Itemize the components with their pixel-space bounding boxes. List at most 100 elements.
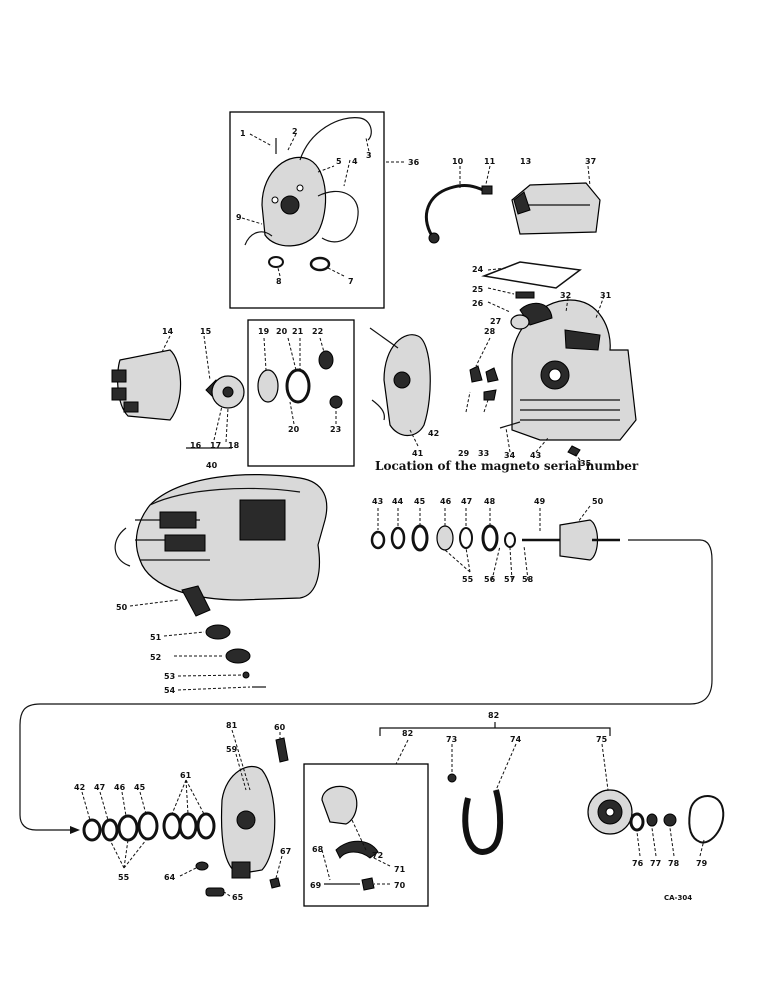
part-72 [321, 785, 358, 825]
part-73 [447, 773, 457, 783]
magneto-housing [469, 291, 637, 457]
label-47: 47 [461, 497, 472, 506]
label-22: 22 [312, 327, 323, 336]
shaft-row [370, 519, 620, 561]
part-61c [196, 812, 216, 840]
label-50b: 50 [592, 497, 604, 506]
label-51: 51 [150, 633, 162, 642]
label-59: 59 [226, 745, 238, 754]
lead-connector [481, 185, 493, 195]
part-43 [370, 530, 386, 550]
label-61: 61 [180, 771, 192, 780]
label-42b: 42 [428, 429, 439, 438]
continuation-line [19, 539, 713, 831]
lead-cable [424, 184, 489, 237]
part-21-ring [285, 368, 311, 404]
lead-assembly [424, 184, 493, 244]
figure-code: CA-304 [664, 894, 692, 902]
label-1: 1 [240, 129, 246, 138]
gasket-24 [481, 261, 582, 289]
label-32: 32 [560, 291, 571, 300]
label-67: 67 [280, 847, 291, 856]
label-9: 9 [236, 213, 242, 222]
part-45b [137, 811, 159, 841]
label-47b: 47 [94, 783, 105, 792]
screw-5 [317, 165, 335, 173]
part-22 [318, 350, 334, 370]
label-46: 46 [440, 497, 452, 506]
callout-labels: 1 2 3 4 5 7 8 9 10 11 13 37 36 24 25 26 … [74, 127, 708, 902]
label-14: 14 [162, 327, 174, 336]
label-55b: 55 [118, 873, 130, 882]
label-58: 58 [522, 575, 534, 584]
label-57: 57 [504, 575, 515, 584]
label-27: 27 [490, 317, 501, 326]
part-25 [515, 291, 535, 299]
label-44: 44 [392, 497, 404, 506]
label-3: 3 [366, 151, 372, 160]
cover-hub [280, 195, 300, 215]
part-46 [436, 525, 454, 551]
part-28b [485, 367, 499, 383]
label-4: 4 [352, 157, 358, 166]
washer-8 [268, 256, 284, 268]
label-54: 54 [164, 686, 176, 695]
distributor-cap [111, 349, 245, 449]
label-79: 79 [696, 859, 708, 868]
ground-wire [244, 231, 273, 246]
part-45 [411, 524, 429, 552]
gasket [317, 190, 359, 243]
bottom-bearings [82, 811, 216, 842]
part-33 [483, 389, 497, 401]
label-55: 55 [462, 575, 474, 584]
label-78: 78 [668, 859, 680, 868]
label-16: 16 [190, 441, 202, 450]
label-65: 65 [232, 893, 244, 902]
label-82b: 82 [488, 711, 499, 720]
label-72: 72 [372, 851, 383, 860]
label-5: 5 [336, 157, 342, 166]
label-23: 23 [330, 425, 341, 434]
label-45: 45 [414, 497, 426, 506]
inset-box-3 [303, 763, 429, 907]
part-79 [688, 795, 725, 844]
middle-inset-box [247, 319, 355, 467]
label-46b: 46 [114, 783, 126, 792]
part-47 [459, 527, 473, 549]
label-73: 73 [446, 735, 457, 744]
part-78 [663, 813, 677, 827]
label-2: 2 [292, 127, 298, 136]
part-28a [469, 365, 483, 383]
part-65 [205, 887, 225, 897]
label-45b: 45 [134, 783, 146, 792]
lead-wire [299, 117, 372, 161]
lead-terminal [428, 232, 440, 244]
label-52: 52 [150, 653, 161, 662]
leader-lines [81, 133, 705, 897]
part-74 [462, 789, 504, 855]
part-42b [82, 818, 102, 842]
part-61b [178, 812, 198, 840]
label-28: 28 [484, 327, 496, 336]
label-68: 68 [312, 845, 324, 854]
label-25: 25 [472, 285, 484, 294]
part-48 [481, 524, 499, 552]
part-57 [504, 532, 516, 548]
label-64: 64 [164, 873, 176, 882]
label-42: 42 [74, 783, 85, 792]
connector-line [369, 327, 399, 349]
part-35 [567, 445, 581, 457]
part-34 [499, 421, 521, 429]
label-70: 70 [394, 881, 406, 890]
part-64 [195, 861, 209, 871]
label-24: 24 [472, 265, 484, 274]
label-26: 26 [472, 299, 484, 308]
label-43b: 43 [372, 497, 383, 506]
label-77: 77 [650, 859, 661, 868]
label-11: 11 [484, 157, 496, 166]
bottom-inset [303, 763, 429, 907]
part-53 [242, 671, 250, 679]
gear-75 [587, 789, 633, 835]
part-46b [117, 814, 139, 842]
